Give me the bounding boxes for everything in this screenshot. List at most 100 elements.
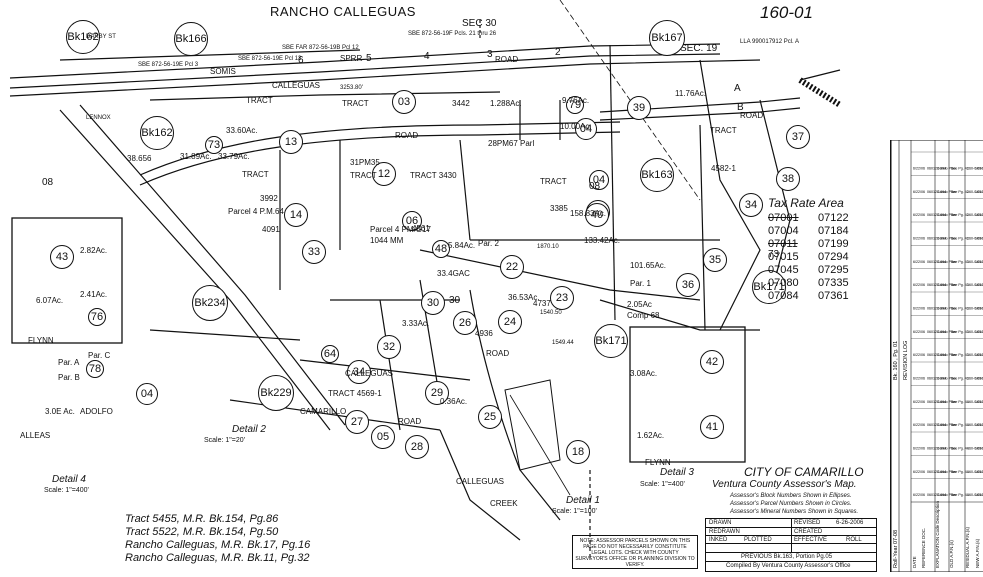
revision-log-cell: Condo Plan bbox=[937, 423, 956, 427]
revision-log-cell: 060123-004 bbox=[927, 493, 946, 497]
misc-label: 3253.80' bbox=[340, 85, 363, 91]
misc-label: 3992 bbox=[260, 194, 278, 203]
parcel-circle[interactable]: 04 bbox=[589, 170, 609, 190]
parcel-circle[interactable]: 18 bbox=[566, 440, 590, 464]
block-prefix: Bk bbox=[67, 30, 81, 43]
parcel-circle[interactable]: 32 bbox=[377, 335, 401, 359]
parcel-circle[interactable]: 34 bbox=[739, 193, 763, 217]
parcel-circle[interactable]: 23 bbox=[550, 286, 574, 310]
parcel-circle[interactable]: 30 bbox=[421, 291, 445, 315]
revision-log-cell: 160-0-430- bbox=[975, 377, 983, 381]
misc-label: Par. A bbox=[58, 358, 80, 367]
parcel-circle[interactable]: 27 bbox=[345, 410, 369, 434]
parcel-circle[interactable]: 04 bbox=[575, 118, 597, 140]
parcel-circle[interactable]: 64 bbox=[321, 345, 339, 363]
ref-lla: LLA 990017912 Pcl. A bbox=[740, 39, 800, 45]
revision-log-cell: 160-0-010- bbox=[967, 283, 983, 287]
acreage-label: 3.08Ac. bbox=[630, 369, 658, 378]
block-prefix: Bk bbox=[194, 296, 208, 309]
tax-rate-code: 07184 bbox=[818, 225, 849, 237]
parcel-circle[interactable]: 38 bbox=[776, 167, 800, 191]
revision-log-cell: 160-0-010- bbox=[967, 423, 983, 427]
tract-label: TRACT bbox=[246, 96, 273, 105]
misc-label: 3442 bbox=[452, 99, 470, 108]
revision-log-cell: 060123-004 bbox=[927, 447, 946, 451]
tax-rate-title: Tax Rate Area bbox=[768, 196, 844, 210]
road-label: ROAD bbox=[495, 55, 519, 64]
revision-log-cell: Condo Plan bbox=[937, 283, 956, 287]
parcel-circle[interactable]: 04 bbox=[136, 383, 158, 405]
parcel-label: 73 bbox=[768, 249, 780, 260]
parcel-circle[interactable]: 26 bbox=[453, 311, 477, 335]
parcel-circle[interactable]: 33 bbox=[302, 240, 326, 264]
parcel-circle[interactable]: 05 bbox=[371, 425, 395, 449]
parcel-circle[interactable]: 03 bbox=[392, 90, 416, 114]
parcel-circle[interactable]: 12 bbox=[372, 162, 396, 186]
parcel-circle[interactable]: 24 bbox=[498, 310, 522, 334]
revision-log-cell: 160-0-420- bbox=[975, 213, 983, 217]
block-number: 166 bbox=[188, 32, 207, 45]
parcel-circle[interactable]: 40 bbox=[585, 203, 609, 227]
parcel-circle[interactable]: 41 bbox=[700, 415, 724, 439]
tax-rate-code: 07011 bbox=[768, 238, 798, 250]
revision-log-column-header: RESIDUAL A.P.N.(s) bbox=[965, 526, 970, 568]
parcel-circle[interactable]: 29 bbox=[425, 381, 449, 405]
parcel-circle[interactable]: 76 bbox=[88, 308, 106, 326]
parcel-circle[interactable]: 28 bbox=[405, 435, 429, 459]
acreage-label: 2.05Ac bbox=[627, 300, 652, 309]
parcel-circle[interactable]: 48 bbox=[432, 240, 450, 258]
revision-log-cell: 060123-004 bbox=[927, 213, 946, 217]
revision-log-cell: See Pg. 43 bbox=[951, 283, 969, 287]
parcel-circle[interactable]: 37 bbox=[786, 125, 810, 149]
road-label: ADOLFO bbox=[80, 407, 113, 416]
misc-label: 4737 bbox=[533, 299, 551, 308]
revision-log-cell: See Pg. 43 bbox=[951, 330, 969, 334]
revision-log-column-header: NEW A.P.N.(s) bbox=[975, 538, 980, 568]
parcel-circle[interactable]: 22 bbox=[500, 255, 524, 279]
revision-log-cell: 160-0-010- bbox=[967, 400, 983, 404]
revision-log-cell: Condo Plan bbox=[937, 377, 956, 381]
tract-label: TRACT 3430 bbox=[410, 171, 457, 180]
acreage-label: 10.00Ac. bbox=[560, 122, 592, 131]
tax-rate-code: 07199 bbox=[818, 238, 849, 250]
tax-rate-row: 07011 07199 bbox=[768, 238, 878, 251]
acreage-label: 2.41Ac. bbox=[80, 290, 108, 299]
misc-label: 31PM35 bbox=[350, 158, 380, 167]
road-label: CALLEGUAS bbox=[272, 81, 321, 90]
parcel-circle[interactable]: 35 bbox=[703, 248, 727, 272]
parcel-circle[interactable]: 43 bbox=[50, 245, 74, 269]
parcel-circle[interactable]: 36 bbox=[676, 273, 700, 297]
parcel-circle[interactable]: 13 bbox=[279, 130, 303, 154]
parcel-circle[interactable]: 14 bbox=[284, 203, 308, 227]
parcel-circle[interactable]: 73 bbox=[205, 136, 223, 154]
parcel-circle[interactable]: 79 bbox=[566, 96, 584, 114]
detail-2-scale: Scale: 1"=20' bbox=[204, 437, 245, 444]
block-number: 163 bbox=[654, 168, 673, 181]
parcel-circle[interactable]: 34 bbox=[347, 360, 371, 384]
acreage-label: 3.33Ac. bbox=[402, 319, 430, 328]
parcel-circle[interactable]: 06 bbox=[402, 211, 422, 231]
revised-label: REVISED bbox=[794, 520, 821, 526]
revision-log-cell: 6/22/06 bbox=[913, 377, 925, 381]
parcel-circle[interactable]: 25 bbox=[478, 405, 502, 429]
parcel-circle[interactable]: 42 bbox=[700, 350, 724, 374]
tax-rate-code: 07295 bbox=[818, 264, 849, 276]
parcel-circle[interactable]: 78 bbox=[86, 360, 104, 378]
parcel-circle[interactable]: 39 bbox=[627, 96, 651, 120]
misc-label: 4561 bbox=[412, 224, 430, 233]
revision-log-cell: 6/22/06 bbox=[913, 190, 925, 194]
revised-date: 6-26-2006 bbox=[836, 520, 864, 526]
reference-line: Rancho Calleguas, M.R. Bk.11, Pg.32 bbox=[125, 552, 310, 564]
